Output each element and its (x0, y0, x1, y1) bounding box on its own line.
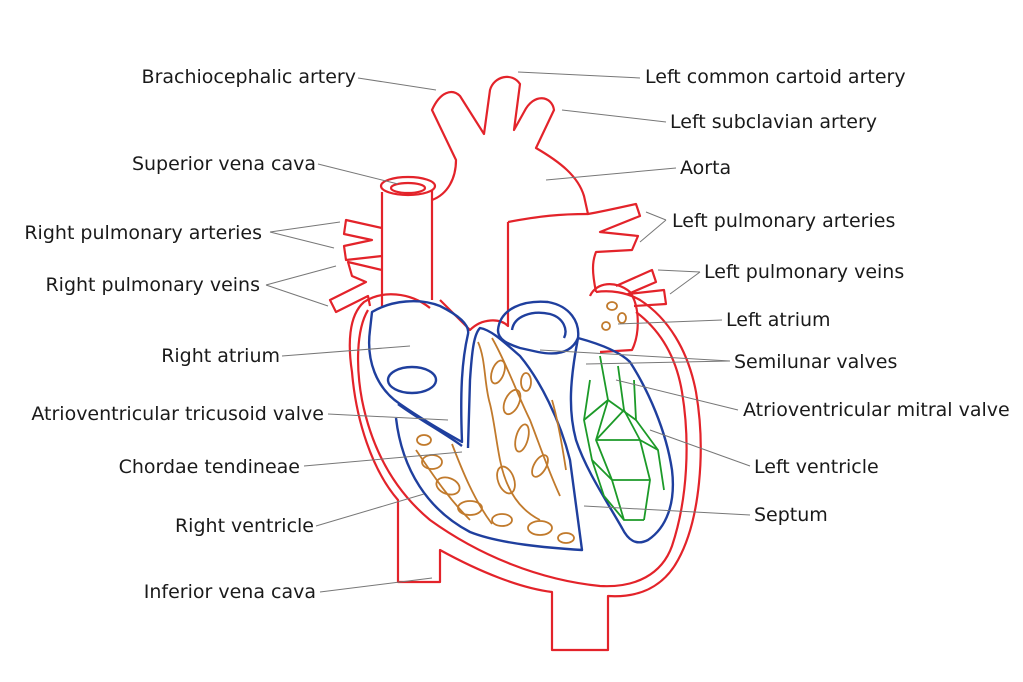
label-aorta: Aorta (680, 157, 732, 179)
label-septum: Septum (754, 504, 828, 526)
label-left-atrium: Left atrium (726, 309, 831, 331)
label-left-pulmonary-veins: Left pulmonary veins (704, 261, 905, 283)
label-left-subclavian-artery: Left subclavian artery (670, 111, 878, 133)
label-atrioventricular-tricuspid-valve: Atrioventricular tricusoid valve (31, 403, 324, 425)
label-left-pulmonary-arteries: Left pulmonary arteries (672, 210, 896, 232)
label-right-atrium: Right atrium (161, 345, 280, 367)
label-atrioventricular-mitral-valve: Atrioventricular mitral valve (743, 399, 1010, 421)
label-right-pulmonary-arteries: Right pulmonary arteries (24, 222, 262, 244)
leader-lines (265, 71, 751, 593)
heart-outer-outline (328, 75, 702, 652)
chamber-outlines (368, 300, 674, 552)
label-brachiocephalic-artery: Brachiocephalic artery (141, 66, 356, 88)
left-ventricle-muscle (583, 355, 665, 521)
label-left-ventricle: Left ventricle (754, 456, 879, 478)
label-chordae-tendineae: Chordae tendineae (118, 456, 300, 478)
label-superior-vena-cava: Superior vena cava (131, 153, 316, 175)
label-right-ventricle: Right ventricle (174, 515, 314, 537)
right-ventricle-muscle (415, 301, 627, 544)
label-right-pulmonary-veins: Right pulmonary veins (45, 274, 260, 296)
label-left-common-carotid-artery: Left common cartoid artery (645, 66, 906, 88)
label-semilunar-valves: Semilunar valves (734, 351, 898, 373)
label-inferior-vena-cava: Inferior vena cava (143, 581, 316, 603)
